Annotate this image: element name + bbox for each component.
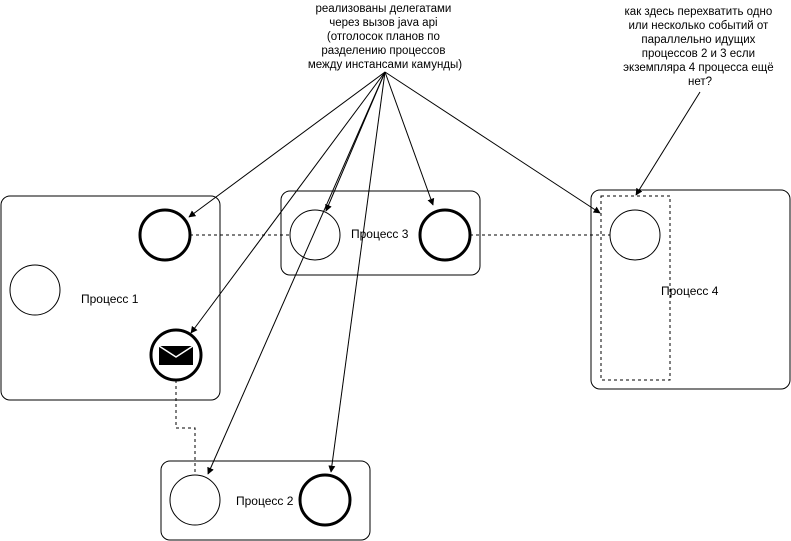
process-3-end-event[interactable] (418, 208, 472, 262)
process-3-label: Процесс 3 (351, 227, 409, 241)
delegates-note-line: через вызов java api (329, 17, 437, 29)
delegates-note-line: между инстансами камунды) (308, 59, 462, 71)
process-1-end-event[interactable] (138, 208, 192, 262)
process-4-start-event[interactable] (609, 209, 661, 261)
question-arrow (635, 91, 701, 196)
process-1-start-event[interactable] (9, 264, 61, 316)
question-note-line: процессов 2 и 3 если (642, 48, 755, 60)
question-note-line: как здесь перехватить одно (625, 6, 773, 18)
delegates-note: реализованы делегатами через вызов java … (308, 3, 462, 71)
delegates-note-line: (отголосок планов по (327, 31, 440, 43)
delegate-arrows (188, 71, 601, 475)
question-note-line: экземпляра 4 процесса ещё (623, 62, 773, 74)
delegates-note-line: реализованы делегатами (315, 3, 451, 15)
process-1-label: Процесс 1 (81, 292, 139, 306)
question-note-line: или несколько событий от (628, 20, 769, 32)
process-2-label: Процесс 2 (236, 494, 294, 508)
process-2-end-event[interactable] (298, 473, 352, 527)
process-3-start-event[interactable] (289, 209, 341, 261)
event-subprocess-group (600, 195, 671, 381)
envelope-icon (158, 345, 194, 365)
process-2-start-event[interactable] (169, 474, 221, 526)
question-note: как здесь перехватить одно или несколько… (623, 6, 777, 88)
message-flow-p1-p2 (175, 380, 196, 478)
process-4-label: Процесс 4 (661, 284, 719, 298)
question-note-line: параллельно идущих (641, 34, 755, 46)
question-note-line: нет? (688, 76, 712, 88)
delegates-note-line: разделению процессов (321, 45, 445, 57)
